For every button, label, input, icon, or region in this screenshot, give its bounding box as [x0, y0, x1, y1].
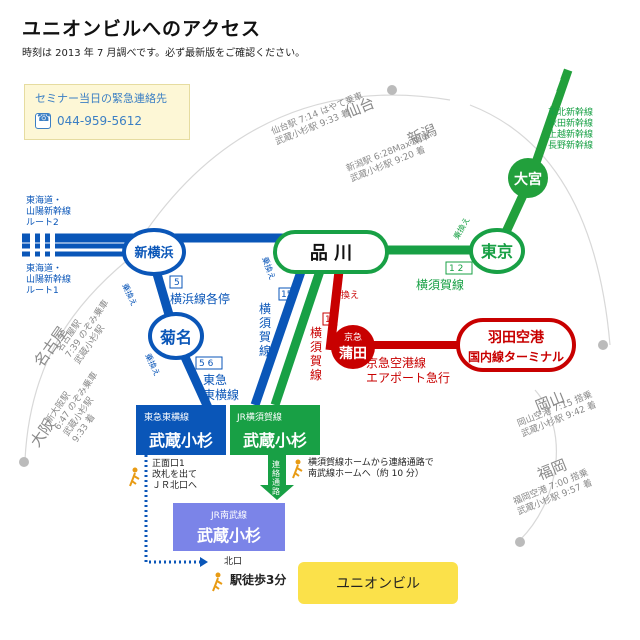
station-tokyo[interactable]: 東京	[469, 228, 525, 274]
platform-nambu-name: 武蔵小杉	[197, 526, 261, 545]
transfer-passage-label: 連 絡 通 路	[272, 460, 280, 496]
transfer-label-kikuna: 乗換え	[143, 352, 162, 378]
region-arc-southeast	[519, 389, 557, 541]
keikyu-line-number-box	[322, 312, 338, 326]
keikyu-line-number: 15	[325, 315, 336, 325]
yokosuka-line-number-h: 1 2	[449, 264, 463, 274]
platform-nambu-op: JR南武線	[210, 509, 247, 521]
region-dot-sendai	[387, 85, 397, 95]
shinkansen-route2-label: 東海道・ 山陽新幹線 ルート2	[26, 196, 72, 228]
yokohama-line-number: 5	[174, 278, 180, 288]
yokosuka-line-vertical-label: 横 須 賀 線	[259, 302, 272, 358]
transfer-walk-note: 横須賀線ホームから連絡通路で 南武線ホームへ（約 10 分）	[308, 458, 434, 479]
station-shinagawa-label: 品 川	[310, 243, 352, 264]
shinkansen-break-3	[50, 232, 55, 260]
yokosuka-line-number-v-box	[278, 287, 294, 301]
tohoku-break-1	[555, 65, 565, 83]
yokohama-line-label: 横浜線各停	[170, 291, 230, 306]
shinkansen-break-2	[40, 232, 45, 260]
south-exit-note: 改札を出て ＪＲ北口へ	[152, 470, 198, 491]
station-haneda[interactable]: 羽田空港 国内線ターミナル	[456, 318, 576, 372]
station-shinagawa[interactable]: 品 川	[273, 230, 389, 274]
toyoko-line-number-box	[195, 356, 223, 370]
toyoko-line-label: 東急 東横線	[203, 373, 240, 402]
transfer-mark-shinyokohama: 乗換え	[120, 282, 139, 308]
shinkansen-route1-label: 東海道・ 山陽新幹線 ルート1	[26, 264, 72, 296]
walking-person-icon-north	[212, 572, 223, 592]
station-shinyokohama-label: 新横浜	[134, 245, 173, 261]
station-haneda-line1: 羽田空港	[488, 329, 545, 346]
platform-jr-yokosuka-kosugi[interactable]: JR横須賀線 武蔵小杉	[230, 405, 320, 455]
walking-path-arrowhead	[200, 557, 208, 567]
station-omiya[interactable]: 大宮	[508, 158, 548, 198]
emergency-contact-box: セミナー当日の緊急連絡先 044-959-5612	[24, 84, 190, 140]
station-omiya-label: 大宮	[514, 171, 542, 188]
destination-union-building[interactable]: ユニオンビル	[298, 562, 458, 604]
emergency-title: セミナー当日の緊急連絡先	[35, 92, 167, 105]
walk-time-label: 駅徒歩3分	[229, 572, 286, 587]
walking-person-icon	[129, 467, 140, 487]
date-note: 時刻は 2013 年 7 月調べです。必ず最新版をご確認ください。	[22, 48, 306, 59]
keikyu-airport-line-label: 京急空港線 エアポート急行	[366, 356, 451, 385]
page-title: ユニオンビルへのアクセス	[22, 18, 262, 40]
yokosuka-line-number-v: 15	[281, 290, 292, 300]
transfer-label-keikyu: 乗換え	[332, 289, 359, 301]
station-kikuna[interactable]: 菊名	[148, 312, 204, 360]
platform-tokyu-name: 武蔵小杉	[149, 431, 213, 450]
keikyu-line-vertical-label: 横 須 賀 線	[310, 326, 323, 382]
walking-path-dotted	[144, 455, 200, 564]
platform-jr-yokosuka-op: JR横須賀線	[236, 411, 282, 423]
tohoku-break-3	[547, 89, 557, 107]
station-haneda-line2: 国内線ターミナル	[468, 349, 564, 364]
tokaido-shinagawa-kosugi	[250, 258, 310, 407]
south-exit-label: 正面口1	[152, 458, 185, 469]
keikyu-shinagawa-kamata	[325, 261, 345, 351]
region-dot-okayama	[598, 340, 608, 350]
transfer-mark-keikyu: 乗換え	[332, 289, 359, 301]
north-exit-label: 北口	[224, 556, 242, 567]
transfer-label-tokyo: 乗換え	[451, 215, 472, 241]
transfer-mark-tokyo: 乗換え	[451, 215, 472, 241]
yokosuka-line-number-h-box	[445, 261, 473, 275]
yokosuka-line-label-h: 横須賀線	[416, 277, 464, 292]
station-kamata-prefix: 京急	[344, 331, 362, 343]
transfer-passage-arrow	[260, 455, 294, 500]
transfer-label-yokohama: 乗換え	[120, 282, 139, 308]
station-tokyo-label: 東京	[481, 242, 513, 261]
station-kamata[interactable]: 京急 蒲田	[331, 325, 375, 369]
transfer-mark-kikuna: 乗換え	[143, 352, 162, 378]
yokohama-line-number-box	[169, 275, 183, 289]
phone-icon	[35, 111, 51, 129]
platform-nambu-kosugi[interactable]: JR南武線 武蔵小杉	[173, 503, 285, 551]
region-arc-north	[139, 94, 451, 241]
region-arc-east	[469, 104, 611, 346]
station-kamata-label: 蒲田	[339, 345, 367, 362]
region-arc-west	[24, 249, 141, 461]
shinkansen-break-1	[30, 232, 35, 260]
platform-jr-yokosuka-name: 武蔵小杉	[243, 431, 307, 450]
tohoku-shinkansen-label: 東北新幹線 秋田新幹線 上越新幹線 長野新幹線	[548, 108, 594, 151]
emergency-phone[interactable]: 044-959-5612	[35, 111, 143, 129]
yokosuka-shinagawa-kosugi	[270, 260, 328, 407]
walking-person-icon-transfer	[292, 459, 303, 479]
station-kikuna-label: 菊名	[160, 328, 192, 347]
toyoko-line-numbers: 5 6	[199, 359, 214, 369]
tohoku-break-2	[551, 77, 561, 95]
region-dot-fukuoka	[515, 537, 525, 547]
platform-tokyu-kosugi[interactable]: 東急東横線 武蔵小杉	[136, 405, 226, 455]
station-shinyokohama[interactable]: 新横浜	[122, 228, 186, 276]
region-dot-osaka	[19, 457, 29, 467]
emergency-phone-number[interactable]: 044-959-5612	[57, 114, 143, 128]
platform-tokyu-op: 東急東横線	[144, 411, 189, 423]
